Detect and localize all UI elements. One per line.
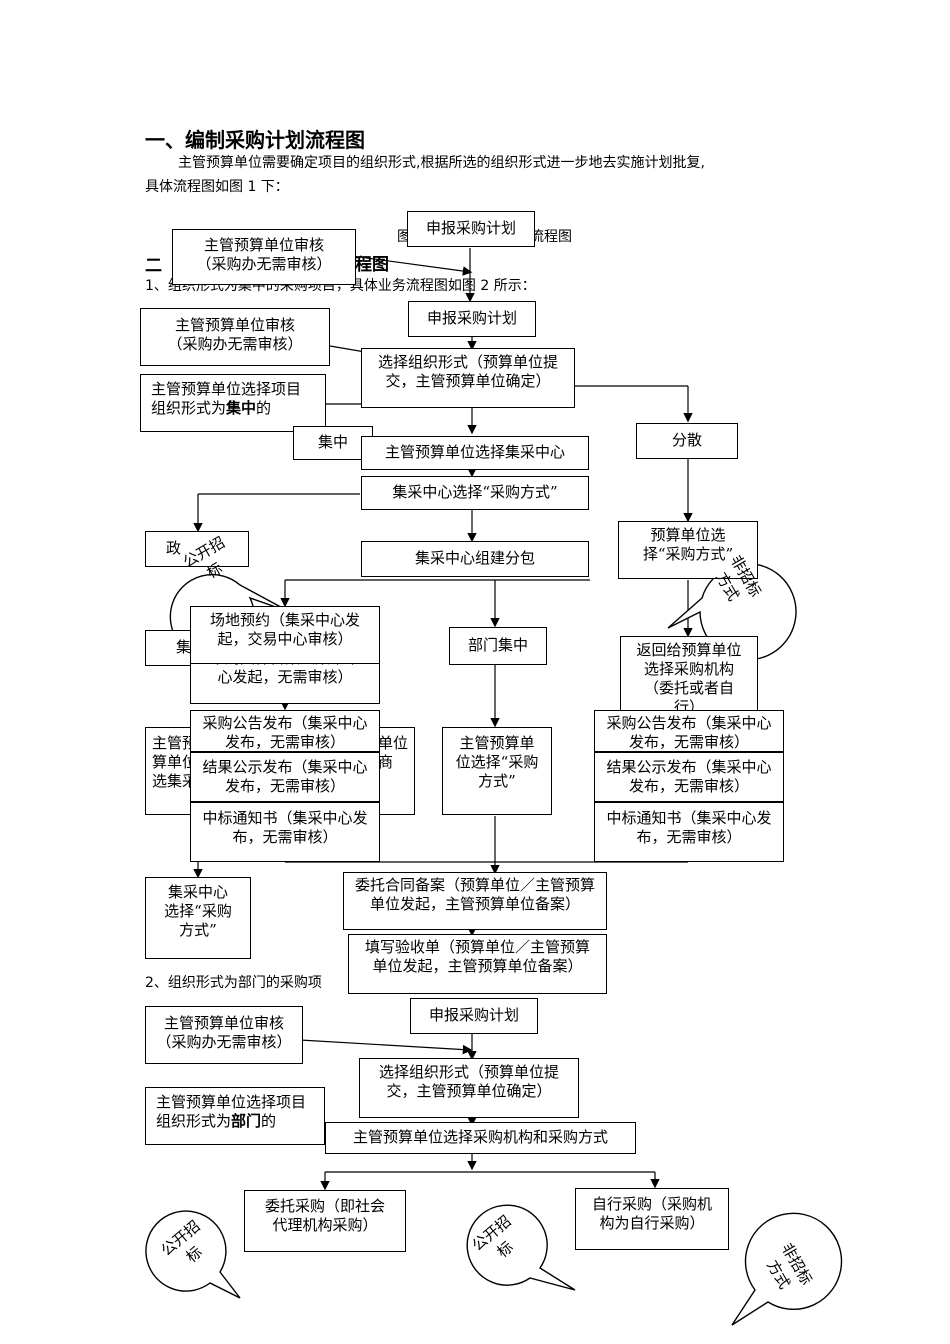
select-agency-box: 主管预算单位选择采购机构和采购方式: [325, 1122, 636, 1154]
dept-note-box: 主管预算单位选择项目组织形式为部门的: [145, 1087, 325, 1145]
center-method-box: 集采中心选择“采购方式”: [361, 476, 589, 510]
notice-box-right: 中标通知书（集采中心发布，无需审核）: [594, 802, 784, 862]
contract-record-box: 委托合同备案（预算单位／主管预算单位发起，主管预算单位备案）: [343, 872, 607, 930]
select-form-box-dept: 选择组织形式（预算单位提交，主管预算单位确定）: [359, 1058, 579, 1118]
acceptance-box: 填写验收单（预算单位／主管预算单位发起，主管预算单位备案）: [348, 934, 607, 994]
central-note-box: 主管预算单位选择项目组织形式为集中的: [140, 374, 326, 432]
return-budget-box: 返回给预算单位选择采购机构（委托或者自行）: [620, 636, 758, 716]
apply-plan-box-central: 申报采购计划: [408, 301, 536, 337]
gov-partial-box: 政: [145, 531, 249, 567]
select-form-box-central: 选择组织形式（预算单位提交，主管预算单位确定）: [361, 348, 575, 408]
entrust-purchase-box: 委托采购（即社会代理机构采购）: [244, 1190, 406, 1252]
section-heading-2-tail: 程图: [355, 255, 389, 275]
section-heading-1: 一、编制采购计划流程图: [145, 128, 365, 152]
dept-note-bold: 部门: [231, 1112, 262, 1130]
build-package-box: 集采中心组建分包: [361, 541, 589, 577]
announce-box-left: 采购公告发布（集采中心发布，无需审核）: [190, 710, 380, 752]
central-label-box: 集中: [293, 426, 373, 460]
self-purchase-box: 自行采购（采购机构为自行采购）: [575, 1188, 729, 1250]
site-booking-box: 场地预约（集采中心发起，交易中心审核）: [190, 606, 380, 664]
subsection-2-text: 2、组织形式为部门的采购项: [145, 975, 322, 991]
apply-plan-box-dept: 申报采购计划: [410, 998, 538, 1034]
review-box-dept: 主管预算单位审核（采购办无需审核）: [145, 1006, 303, 1064]
central-note-prefix: 主管预算单位选择项目组织形式为: [151, 380, 302, 417]
dept-review-box: 主管预算单位选择“采购方式”: [442, 727, 552, 815]
central-note-suffix: 的: [256, 399, 272, 417]
budget-unit-method-box: 预算单位选择“采购方式”: [618, 521, 758, 579]
central-note-bold: 集中: [226, 399, 257, 417]
dept-note-suffix: 的: [261, 1112, 277, 1130]
select-center-box: 主管预算单位选择集采中心: [361, 436, 589, 470]
dept-note-prefix: 主管预算单位选择项目组织形式为: [156, 1093, 307, 1130]
intro-line-1: 主管预算单位需要确定项目的组织形式,根据所选的组织形式进一步地去实施计划批复,: [178, 155, 705, 171]
apply-plan-box-top: 申报采购计划: [407, 211, 535, 247]
announce-box-right: 采购公告发布（集采中心发布，无需审核）: [594, 710, 784, 752]
review-box-top: 主管预算单位审核（采购办无需审核）: [172, 229, 356, 285]
dept-central-box: 部门集中: [449, 627, 547, 665]
intro-line-2: 具体流程图如图 1 下：: [145, 179, 289, 195]
dispersed-box: 分散: [636, 423, 738, 459]
center-select2-box: 集采中心选择“采购方式”: [145, 877, 251, 959]
result-box-right: 结果公示发布（集采中心发布，无需审核）: [594, 752, 784, 802]
result-box-left: 结果公示发布（集采中心发布，无需审核）: [190, 752, 380, 802]
fig1-caption-right: 流程图: [530, 229, 572, 245]
notice-box-left: 中标通知书（集采中心发布，无需审核）: [190, 802, 380, 862]
section-heading-2: 二: [145, 256, 162, 276]
review-box-central: 主管预算单位审核（采购办无需审核）: [140, 308, 330, 366]
